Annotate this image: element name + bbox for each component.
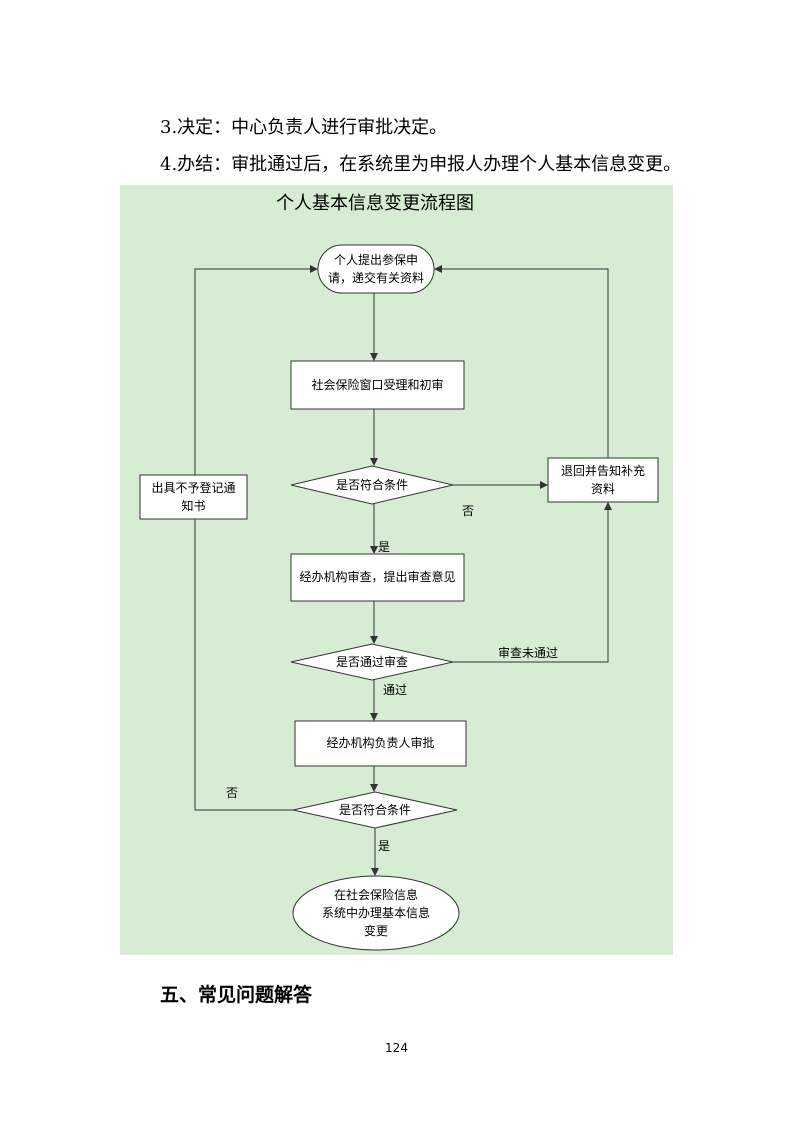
edge-check2-return xyxy=(453,502,612,663)
edge-label-check2-pass: 通过 xyxy=(383,683,408,697)
node-accept xyxy=(290,360,465,410)
node-approve-label: 经办机构负责人审批 xyxy=(326,736,435,750)
edge-check3-refuse xyxy=(194,519,293,811)
node-refuse xyxy=(139,474,248,520)
edge-label-check3-no: 否 xyxy=(226,786,239,800)
edge-return-start xyxy=(434,265,609,458)
flowchart-diagram xyxy=(139,244,659,951)
node-review xyxy=(290,553,465,602)
edge-label-check1-yes: 是 xyxy=(378,540,391,554)
flowchart: 个人基本信息变更流程图 个人提出参保申 请，递交有关资料 社会保险窗口受理和初审… xyxy=(120,185,673,955)
node-check3-label: 是否符合条件 xyxy=(338,803,411,817)
node-check2-label: 是否通过审查 xyxy=(335,655,408,669)
edge-label-check3-yes: 是 xyxy=(378,839,391,853)
node-return-label: 退回并告知补充 资料 xyxy=(560,464,645,496)
page-number: 124 xyxy=(385,1041,408,1055)
edge-label-check1-no: 否 xyxy=(462,504,475,518)
node-accept-label: 社会保险窗口受理和初审 xyxy=(311,378,444,392)
node-end xyxy=(292,875,460,951)
node-approve xyxy=(294,720,467,767)
node-check1-label: 是否符合条件 xyxy=(335,478,408,492)
node-return xyxy=(547,457,659,503)
node-check3 xyxy=(292,791,458,829)
paragraph-decision: 3.决定：中心负责人进行审批决定。 xyxy=(160,117,448,138)
edge-refuse-start xyxy=(194,265,318,475)
node-review-label: 经办机构审查，提出审查意见 xyxy=(299,570,456,584)
flowchart-title: 个人基本信息变更流程图 xyxy=(276,193,474,214)
node-end-label: 在社会保险信息 系统中办理基本信息 变更 xyxy=(321,888,430,938)
node-start-label: 个人提出参保申 请，递交有关资料 xyxy=(327,253,424,285)
node-refuse-label: 出具不予登记通 知书 xyxy=(151,481,236,513)
edge-label-check2-fail: 审查未通过 xyxy=(498,646,559,660)
section-heading: 五、常见问题解答 xyxy=(160,984,313,1006)
paragraph-completion: 4.办结：审批通过后，在系统里为申报人办理个人基本信息变更。 xyxy=(160,154,682,175)
